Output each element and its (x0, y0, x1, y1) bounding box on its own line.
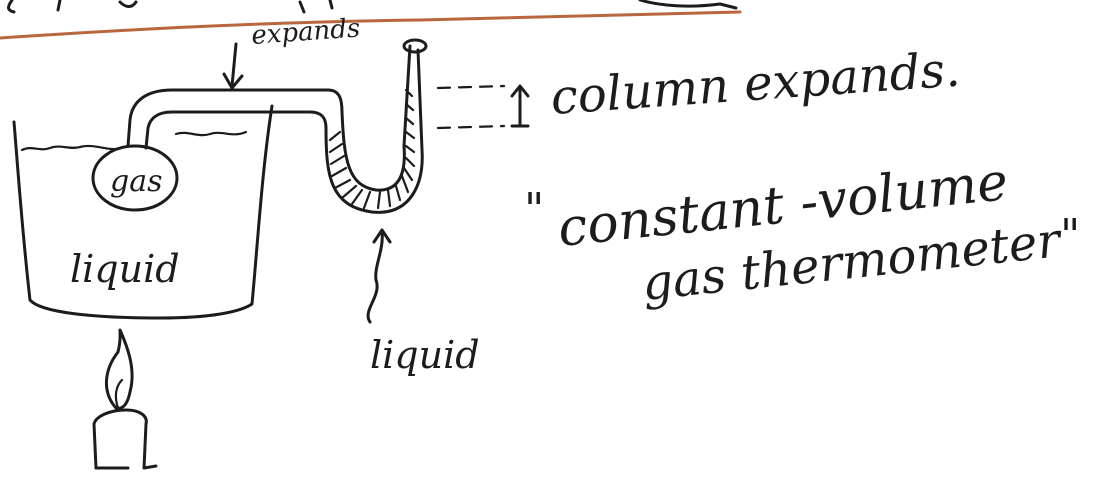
title-close-quote: " (1060, 210, 1080, 261)
height-indicator-icon (512, 86, 528, 126)
tube-liquid-arrow (368, 230, 390, 322)
container-liquid-label: liquid (70, 247, 180, 291)
u-tube-inner (342, 46, 410, 190)
candle-wick (116, 380, 122, 408)
tube-liquid-label: liquid (370, 333, 480, 377)
level-marker-lower (438, 126, 504, 128)
candle-body (94, 410, 156, 468)
u-tube-open-end (404, 40, 426, 52)
title-open-quote: " (524, 184, 544, 235)
connecting-tube-lower-wall (146, 112, 326, 148)
connecting-tube-upper-wall (128, 90, 342, 146)
expands-arrow (224, 44, 242, 88)
gas-label: gas (110, 164, 163, 199)
expands-label: expands (250, 13, 361, 51)
level-marker-upper (438, 86, 504, 88)
heading-underline (0, 12, 740, 38)
candle-flame-icon (106, 330, 132, 408)
cropped-heading-strokes (9, 0, 737, 12)
column-expands-label: column expands. (549, 42, 962, 126)
